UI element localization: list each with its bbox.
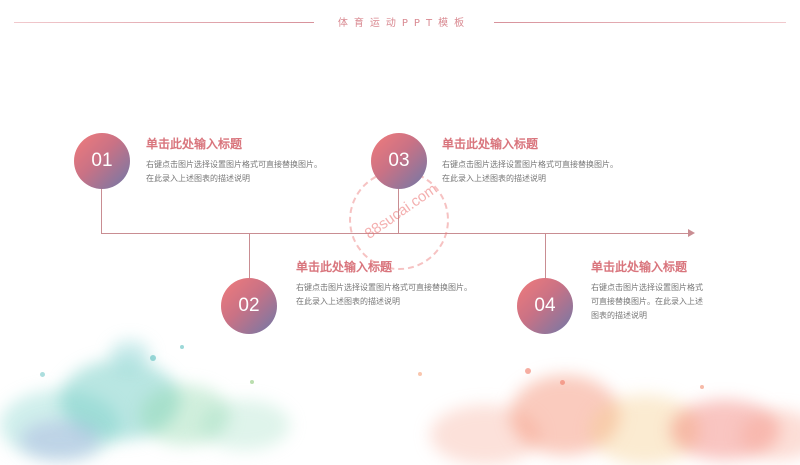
desc-line: 右键点击图片选择设置图片格式可直接替换图片。 (146, 160, 322, 169)
step-number: 03 (388, 150, 410, 171)
desc-line: 可直接替换图片。在此录入上述 (591, 297, 703, 306)
timeline-arrow-icon (688, 229, 695, 237)
slide-title: 体育运动PPT模板 (337, 18, 471, 29)
connector-04 (545, 233, 546, 279)
header-right-line (494, 22, 786, 23)
desc-line: 在此录入上述图表的描述说明 (442, 174, 546, 183)
desc-line: 右键点击图片选择设置图片格式 (591, 283, 703, 292)
step-title-02[interactable]: 单击此处输入标题 (296, 260, 393, 274)
step-circle-04[interactable]: 04 (517, 278, 573, 334)
desc-line: 右键点击图片选择设置图片格式可直接替换图片。 (442, 160, 618, 169)
step-desc-01[interactable]: 右键点击图片选择设置图片格式可直接替换图片。 在此录入上述图表的描述说明 (146, 158, 322, 186)
desc-line: 在此录入上述图表的描述说明 (146, 174, 250, 183)
step-desc-03[interactable]: 右键点击图片选择设置图片格式可直接替换图片。 在此录入上述图表的描述说明 (442, 158, 618, 186)
connector-01 (101, 188, 102, 233)
step-circle-01[interactable]: 01 (74, 133, 130, 189)
desc-line: 右键点击图片选择设置图片格式可直接替换图片。 (296, 283, 472, 292)
step-desc-04[interactable]: 右键点击图片选择设置图片格式 可直接替换图片。在此录入上述 图表的描述说明 (591, 281, 703, 323)
desc-line: 图表的描述说明 (591, 311, 647, 320)
step-number: 02 (238, 295, 260, 316)
desc-line: 在此录入上述图表的描述说明 (296, 297, 400, 306)
step-number: 04 (534, 295, 556, 316)
step-circle-03[interactable]: 03 (371, 133, 427, 189)
step-circle-02[interactable]: 02 (221, 278, 277, 334)
step-desc-02[interactable]: 右键点击图片选择设置图片格式可直接替换图片。 在此录入上述图表的描述说明 (296, 281, 472, 309)
step-title-03[interactable]: 单击此处输入标题 (442, 137, 539, 151)
step-number: 01 (91, 150, 113, 171)
connector-02 (249, 233, 250, 279)
step-title-04[interactable]: 单击此处输入标题 (591, 260, 688, 274)
step-title-01[interactable]: 单击此处输入标题 (146, 137, 243, 151)
header-left-line (14, 22, 314, 23)
